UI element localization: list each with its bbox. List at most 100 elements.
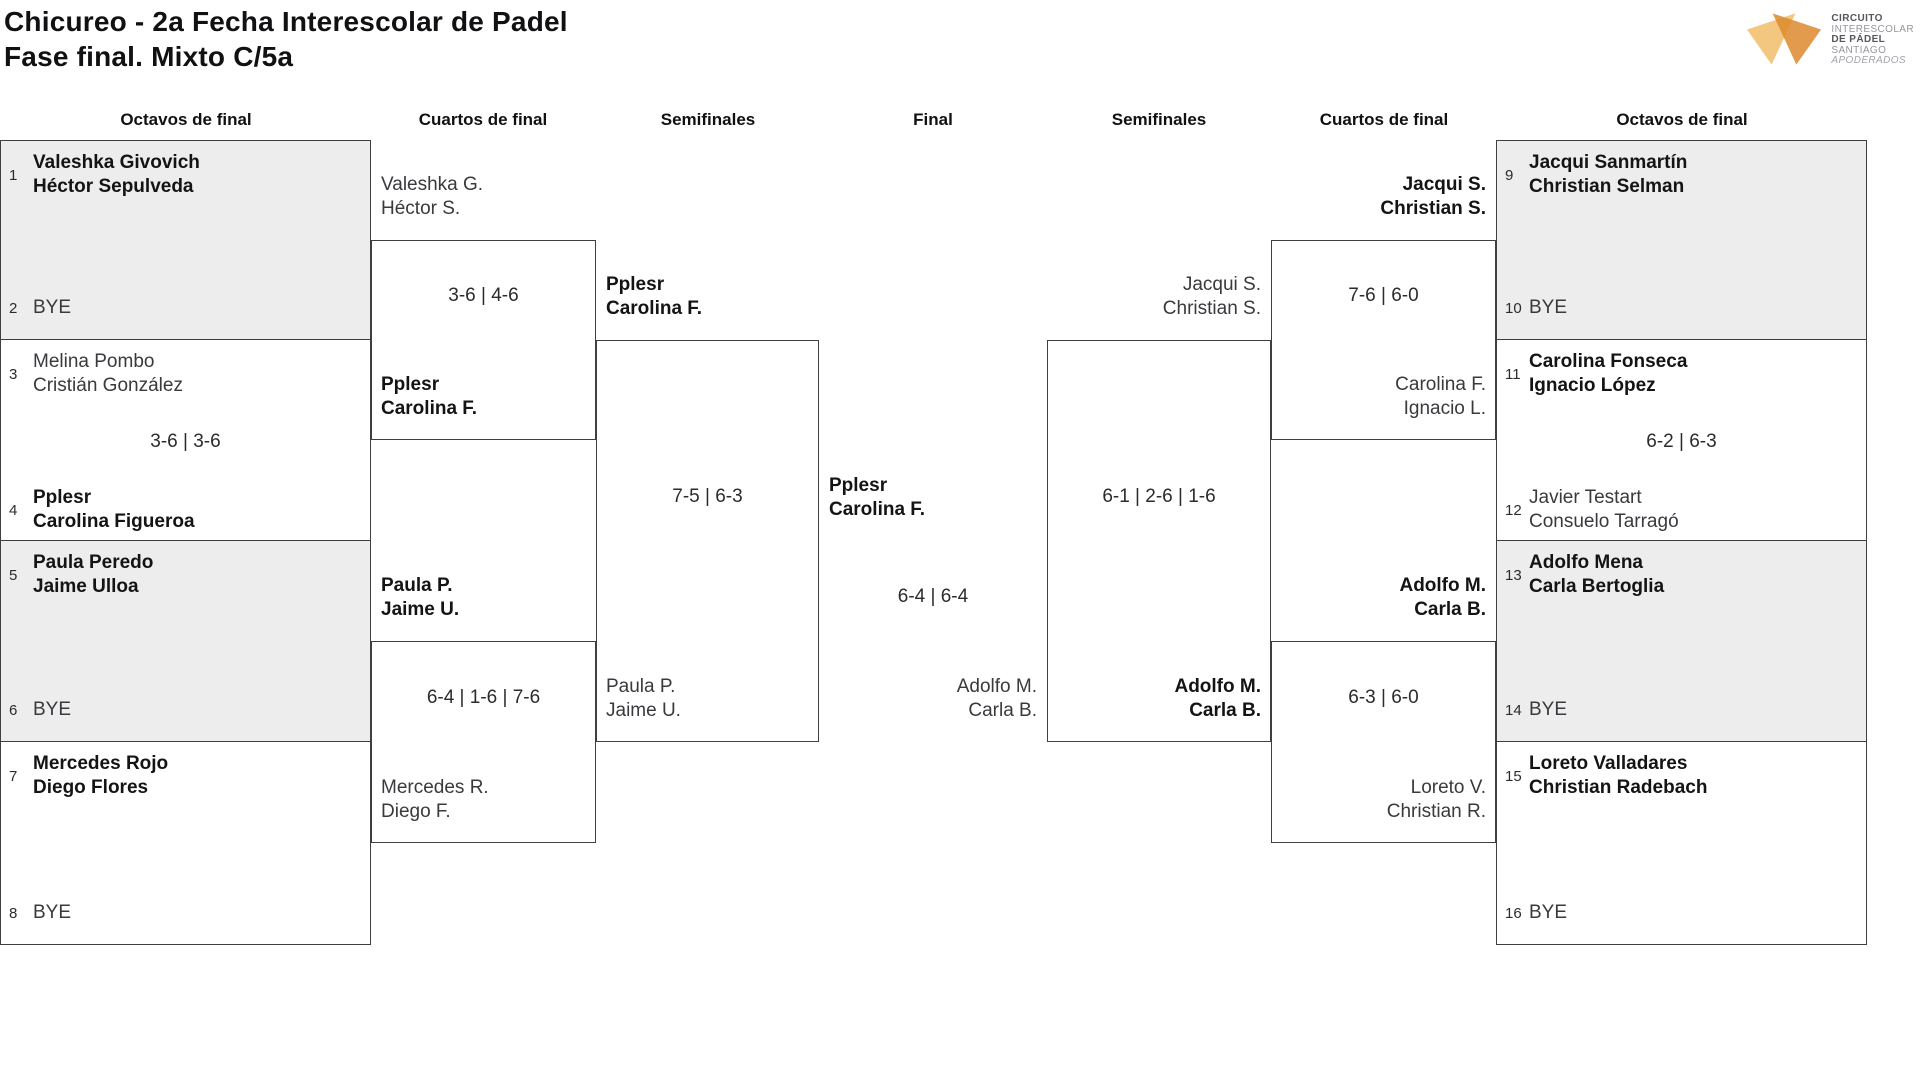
seed-number: 15	[1505, 767, 1522, 785]
logo: CIRCUITO INTERESCOLAR DE PÁDEL SANTIAGO …	[1746, 10, 1914, 68]
seed-number: 5	[9, 566, 18, 584]
match-score: 6-3 | 6-0	[1348, 686, 1419, 708]
seed-number: 10	[1505, 299, 1522, 317]
team-entry: 14 BYE	[1505, 698, 1858, 722]
team-name: Adolfo M.Carla B.	[956, 675, 1037, 721]
team-entry: Mercedes R.Diego F.	[381, 776, 489, 824]
logo-line-interescolar: INTERESCOLAR	[1831, 23, 1914, 35]
team-entry: Adolfo M.Carla B.	[1399, 574, 1486, 622]
team-name: BYE	[1529, 699, 1568, 720]
seed-number: 12	[1505, 501, 1522, 519]
logo-arrow-icon	[1747, 13, 1822, 65]
seed-number: 7	[9, 767, 18, 785]
title-line2: Fase final. Mixto C/5a	[4, 41, 294, 72]
team-name: BYE	[33, 902, 72, 923]
seed-number: 9	[1505, 166, 1514, 184]
team-name: Loreto V.Christian R.	[1386, 776, 1486, 822]
bracket-connector-cuartos-left-top	[371, 239, 596, 440]
match-score: 6-4 | 1-6 | 7-6	[426, 686, 541, 708]
logo-line-circuito: CIRCUITO	[1831, 13, 1883, 24]
match-score: 3-6 | 3-6	[150, 431, 221, 452]
team-entry: 10 BYE	[1505, 296, 1858, 320]
team-entry: Jacqui S.Christian S.	[1163, 273, 1261, 321]
seed-number: 16	[1505, 904, 1522, 922]
logo-text: CIRCUITO INTERESCOLAR DE PÁDEL SANTIAGO …	[1831, 10, 1914, 67]
match-score: 6-1 | 2-6 | 1-6	[1102, 485, 1216, 507]
bracket-connector-cuartos-right-bottom	[1271, 640, 1496, 843]
seed-number: 8	[9, 904, 18, 922]
team-entry: Valeshka G.Héctor S.	[381, 173, 483, 221]
seed-number: 6	[9, 701, 18, 719]
seed-number: 13	[1505, 566, 1522, 584]
bracket-connector-cuartos-left-bottom	[371, 640, 596, 843]
bracket-connector-semifinal-right	[1047, 339, 1271, 742]
team-name: Paula P.Jaime U.	[606, 675, 681, 721]
team-name: Carolina F.Ignacio L.	[1395, 373, 1486, 419]
round-header-octavos-right: Octavos de final	[1616, 110, 1748, 129]
seed-number: 1	[9, 166, 18, 184]
match-score: 6-2 | 6-3	[1646, 431, 1717, 452]
seed-number: 2	[9, 299, 18, 317]
round-header-final: Final	[913, 110, 953, 129]
bracket-connector-cuartos-right-top	[1271, 239, 1496, 440]
round-header-semis-right: Semifinales	[1111, 110, 1207, 129]
team-entry: 16 BYE	[1505, 901, 1858, 925]
title-line1: Chicureo - 2a Fecha Interescolar de Pade…	[4, 6, 568, 37]
team-name: BYE	[33, 699, 72, 720]
round-header-cuartos-left: Cuartos de final	[418, 110, 548, 129]
logo-line-apoderados: APODERADOS	[1831, 55, 1906, 66]
seed-number: 11	[1505, 365, 1521, 383]
team-entry: Adolfo M.Carla B.	[1174, 675, 1261, 723]
final-team-entry: Adolfo M.Carla B.	[957, 675, 1037, 723]
match-score: 7-6 | 6-0	[1348, 284, 1419, 306]
round-header-octavos-left: Octavos de final	[120, 110, 252, 129]
team-name: BYE	[1529, 902, 1568, 923]
match-score: 3-6 | 4-6	[448, 284, 519, 306]
team-entry: Loreto V.Christian R.	[1387, 776, 1486, 824]
seed-number: 3	[9, 365, 18, 383]
team-entry: Jacqui S.Christian S.	[1380, 173, 1486, 221]
final-score: 6-4 | 6-4	[897, 586, 969, 607]
team-name: Adolfo M.Carla B.	[1399, 574, 1486, 620]
team-name: Adolfo M.Carla B.	[1174, 675, 1261, 721]
logo-line-santiago: SANTIAGO	[1831, 44, 1887, 56]
seed-number: 14	[1505, 701, 1522, 719]
page-title: Chicureo - 2a Fecha Interescolar de Pade…	[4, 4, 568, 74]
team-name: Paula P.Jaime U.	[381, 574, 460, 620]
team-name: BYE	[1529, 297, 1568, 318]
team-entry: 6 BYE	[9, 698, 362, 722]
match-score: 7-5 | 6-3	[672, 485, 743, 507]
seed-number: 4	[9, 501, 18, 519]
team-name: Mercedes R.Diego F.	[381, 776, 489, 822]
